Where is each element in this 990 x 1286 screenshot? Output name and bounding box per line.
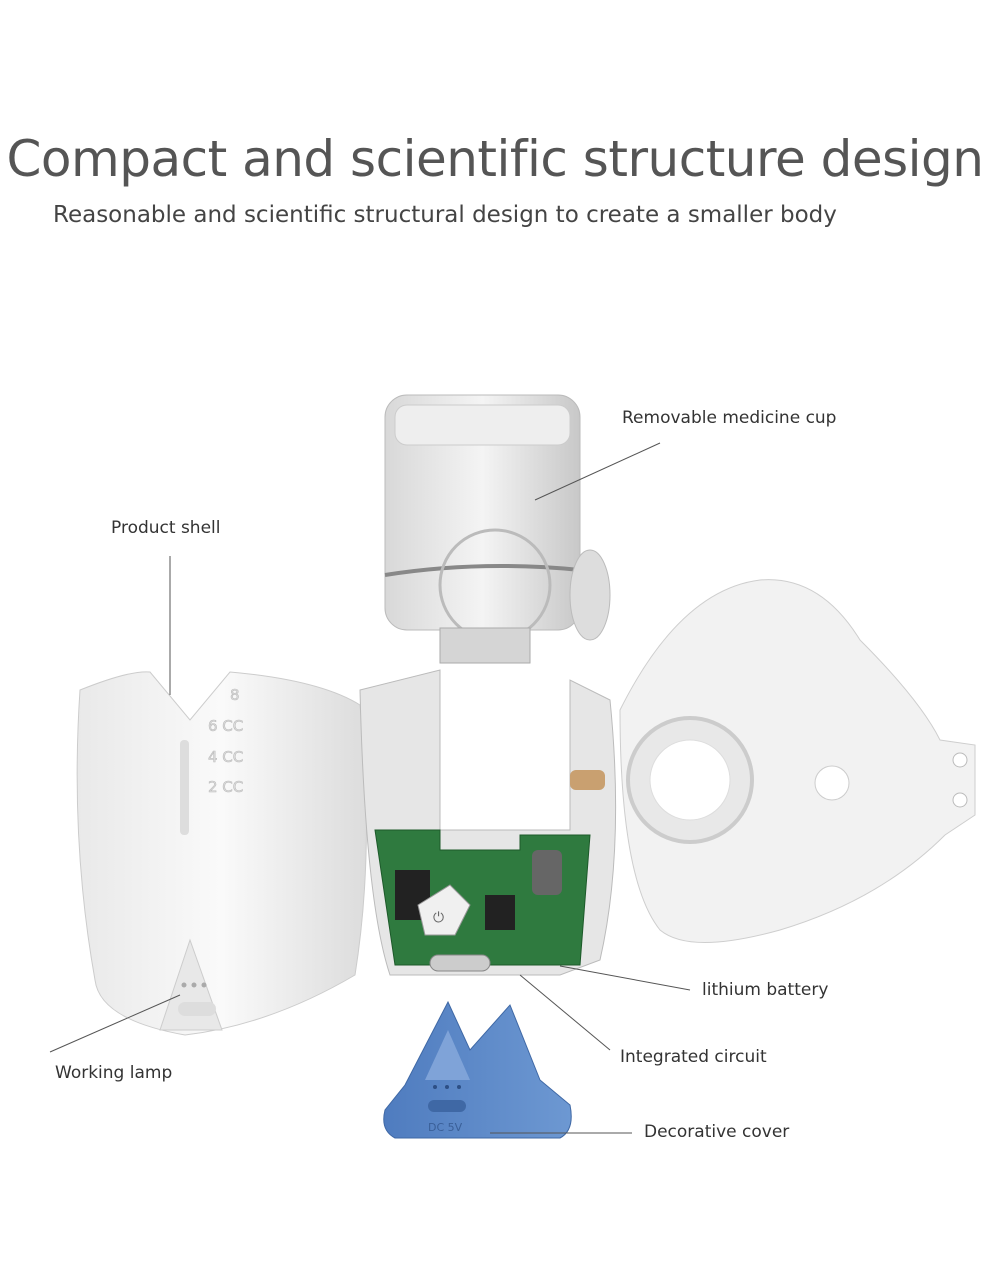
label-integrated-circuit: Integrated circuit: [620, 1047, 767, 1067]
label-medicine-cup: Removable medicine cup: [622, 408, 837, 428]
label-decorative-cover: Decorative cover: [644, 1122, 790, 1142]
leader-lines: [49, 442, 691, 1134]
shell-marking: 4 CC: [208, 748, 243, 766]
label-working-lamp: Working lamp: [55, 1063, 173, 1083]
face-mask: [619, 579, 976, 943]
page-title: Compact and scientific structure design: [6, 130, 984, 188]
page-subtitle: Reasonable and scientific structural des…: [53, 202, 837, 228]
shell-marking: 8: [230, 686, 240, 704]
medicine-cup: [384, 394, 611, 664]
cover-marking: DC 5V: [428, 1121, 463, 1134]
shell-marking: 2 CC: [208, 778, 243, 796]
circuit-housing: ⏻: [359, 669, 617, 976]
product-shell: 8 6 CC 4 CC 2 CC: [76, 671, 367, 1036]
label-product-shell: Product shell: [111, 518, 221, 538]
power-icon: ⏻: [433, 910, 444, 926]
shell-marking: 6 CC: [208, 717, 243, 735]
decorative-cover: DC 5V: [383, 1000, 572, 1139]
label-lithium-battery: lithium battery: [702, 980, 829, 1000]
